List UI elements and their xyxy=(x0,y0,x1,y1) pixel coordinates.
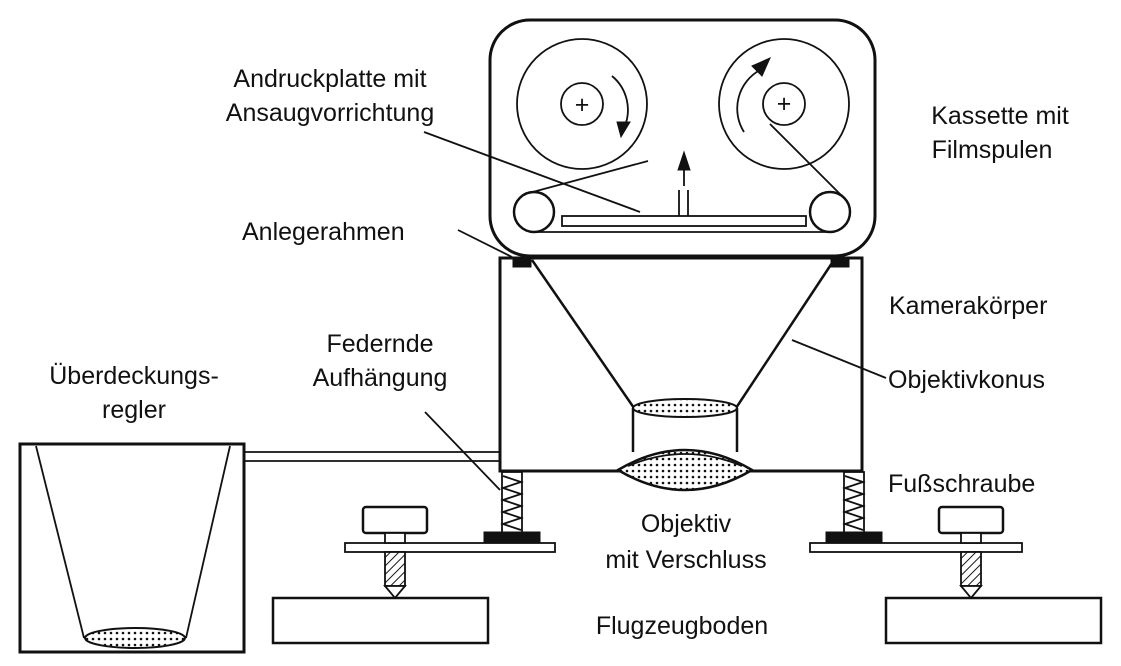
cassette-housing xyxy=(488,18,877,258)
label-ueberdeckung-line1: Überdeckungs- xyxy=(49,362,219,390)
label-anlegerahmen: Anlegerahmen xyxy=(242,218,405,246)
spring-suspension-right xyxy=(825,471,883,545)
foot-screw-left xyxy=(361,505,429,600)
spring-suspension-left xyxy=(483,471,541,545)
foot-screw-left-thread xyxy=(384,551,406,587)
spring-right-coil xyxy=(842,475,866,531)
lens-cone-left xyxy=(530,259,636,409)
aircraft-floor-right xyxy=(884,596,1103,645)
suction-arrowhead xyxy=(677,150,691,171)
label-objektivkonus: Objektivkonus xyxy=(888,366,1045,394)
overlap-regulator-box xyxy=(18,442,246,654)
foot-screw-right-head xyxy=(937,505,1005,535)
lens-cone-right xyxy=(734,259,836,409)
aircraft-floor-left xyxy=(271,596,490,645)
leader-objektivkonus xyxy=(791,339,887,379)
foot-screw-left-neck xyxy=(384,532,406,544)
camera-body-frame xyxy=(498,256,864,473)
foot-screw-right-neck xyxy=(960,532,982,544)
right-film-spool xyxy=(718,38,850,170)
regulator-cone-left xyxy=(35,445,85,639)
film-strip-left xyxy=(528,160,649,194)
regulator-cone-right xyxy=(185,445,231,639)
foot-screw-right-thread xyxy=(960,551,982,587)
label-objektiv-line1: Objektiv xyxy=(641,510,732,538)
foot-screw-left-head xyxy=(361,505,429,535)
label-andruckplatte-line1: Andruckplatte mit xyxy=(233,65,426,93)
mounting-plate-right xyxy=(809,542,1023,553)
foot-screw-left-tip xyxy=(383,585,407,600)
camera-body xyxy=(498,256,864,492)
foot-screw-right xyxy=(937,505,1005,600)
left-spool-arrowhead xyxy=(616,121,631,139)
spring-left-coil xyxy=(500,475,524,531)
right-spool-arrowhead xyxy=(751,57,771,77)
label-federnde-line1: Federnde xyxy=(326,330,433,358)
label-kassette-line2: Filmspulen xyxy=(932,136,1053,164)
lens-top-element xyxy=(632,398,738,418)
film-strip-right xyxy=(769,123,843,197)
overlap-regulator xyxy=(18,442,500,654)
label-flugzeugboden: Flugzeugboden xyxy=(596,612,768,640)
left-guide-roller xyxy=(512,190,556,234)
foot-screw-right-tip xyxy=(959,585,983,600)
right-guide-roller xyxy=(808,190,852,234)
right-spool-rotation-arrow xyxy=(736,69,761,133)
label-ueberdeckung-line2: regler xyxy=(102,396,166,424)
lens-inner-curve xyxy=(627,453,743,467)
right-spool-hub xyxy=(762,82,806,126)
leader-andruckplatte xyxy=(423,131,641,213)
label-objektiv-line2: mit Verschluss xyxy=(605,546,766,574)
leader-anlegerahmen xyxy=(457,229,513,258)
regulator-lens xyxy=(84,627,186,649)
right-spool-hub-symbol: + xyxy=(777,90,792,118)
label-kamerakoerper: Kamerakörper xyxy=(889,292,1047,320)
left-spool-hub-symbol: + xyxy=(575,91,590,119)
left-film-spool xyxy=(516,38,648,170)
pressure-plate xyxy=(561,215,807,227)
label-fussschraube: Fußschraube xyxy=(888,470,1035,498)
film-cassette: + + xyxy=(488,18,877,258)
leader-federnde-aufhaengung xyxy=(424,411,501,491)
left-spool-hub xyxy=(560,82,604,126)
label-federnde-line2: Aufhängung xyxy=(313,364,448,392)
label-kassette-line1: Kassette mit xyxy=(931,102,1069,130)
lens-bottom-element xyxy=(615,448,755,492)
mounting-plate-left xyxy=(344,542,556,553)
label-andruckplatte-line2: Ansaugvorrichtung xyxy=(226,99,434,127)
frame-mount-left xyxy=(512,257,532,268)
